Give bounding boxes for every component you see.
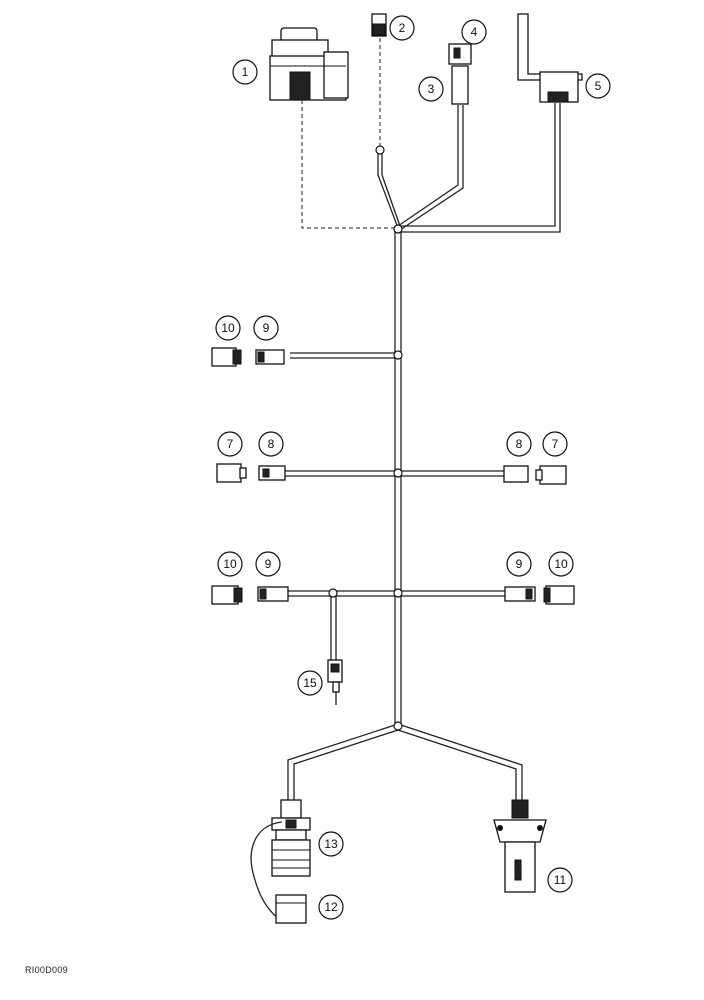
svg-text:4: 4: [471, 25, 478, 39]
part-2-block: [371, 13, 387, 37]
harness-wires: [285, 103, 561, 800]
callout-4: 4: [461, 19, 487, 45]
callout-3: 3: [418, 76, 444, 102]
svg-text:12: 12: [324, 900, 338, 914]
callout-10-lower-right: 10: [548, 551, 574, 577]
svg-text:10: 10: [554, 557, 568, 571]
connector-10-lower-right: [543, 585, 575, 605]
callout-7-left: 7: [217, 431, 243, 457]
svg-text:11: 11: [554, 873, 567, 887]
part-13-round-connector: [250, 799, 311, 923]
callout-2: 2: [389, 15, 415, 41]
svg-text:15: 15: [303, 676, 317, 690]
callout-9-lower-right: 9: [506, 551, 532, 577]
callout-8-right: 8: [506, 431, 532, 457]
part-5-relay: [517, 13, 583, 103]
callout-10-lower-left: 10: [217, 551, 243, 577]
callout-12: 12: [318, 894, 344, 920]
connector-8-left: [258, 465, 286, 481]
svg-text:1: 1: [242, 65, 249, 79]
connector-10-lower-left: [211, 585, 243, 605]
svg-text:7: 7: [552, 437, 559, 451]
part-11-socket: [493, 799, 547, 893]
svg-text:10: 10: [223, 557, 237, 571]
svg-text:13: 13: [324, 837, 338, 851]
callout-5: 5: [585, 73, 611, 99]
svg-text:7: 7: [227, 437, 234, 451]
callout-9-top: 9: [253, 315, 279, 341]
callout-7-right: 7: [542, 431, 568, 457]
callout-13: 13: [318, 831, 344, 857]
svg-text:5: 5: [595, 79, 602, 93]
svg-text:3: 3: [428, 82, 435, 96]
callout-9-lower-left: 9: [255, 551, 281, 577]
connector-10-top-left: [211, 347, 242, 367]
connector-7-left: [216, 463, 247, 483]
connector-9-lower-right: [504, 586, 536, 602]
figure-reference-code: RI00D009: [25, 965, 68, 975]
svg-text:2: 2: [399, 21, 406, 35]
part-12-cap: [275, 894, 307, 924]
callout-11: 11: [547, 867, 573, 893]
connector-9-top-left: [255, 349, 285, 365]
svg-text:9: 9: [516, 557, 523, 571]
part-15-terminal: [327, 659, 343, 693]
callout-1: 1: [232, 59, 258, 85]
part-3-4-connector: [448, 43, 472, 105]
svg-text:8: 8: [516, 437, 523, 451]
svg-text:8: 8: [268, 437, 275, 451]
junction-nodes: [328, 145, 403, 731]
svg-text:10: 10: [221, 321, 235, 335]
callout-15: 15: [297, 670, 323, 696]
svg-text:9: 9: [263, 321, 270, 335]
connector-7-right: [535, 465, 567, 485]
dashed-link-part-1: [301, 100, 398, 229]
connector-8-right: [503, 465, 529, 483]
callout-8-left: 8: [258, 431, 284, 457]
svg-text:9: 9: [265, 557, 272, 571]
callout-10-top: 10: [215, 315, 241, 341]
part-1-switch: [269, 27, 349, 101]
connector-9-lower-left: [257, 586, 289, 602]
